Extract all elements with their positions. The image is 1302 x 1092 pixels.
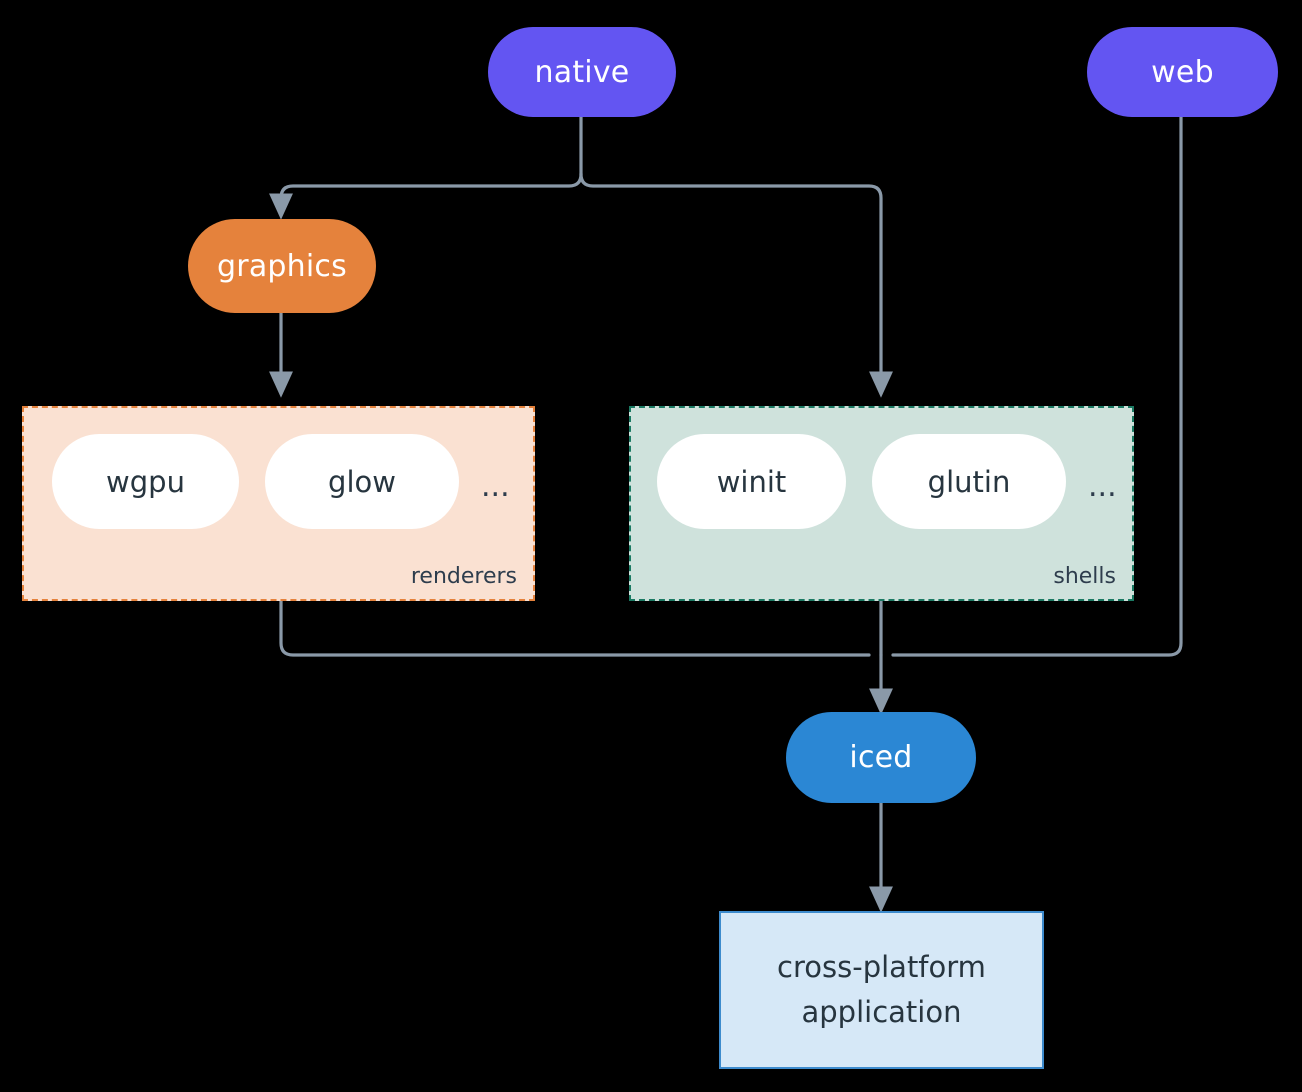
edge-native-to-graphics	[269, 172, 583, 220]
node-web-label: web	[1151, 54, 1214, 90]
shells-overflow-ellipsis: ...	[1088, 469, 1117, 504]
node-application-label-line-1: cross-platform	[777, 950, 986, 985]
node-native-label: native	[534, 54, 630, 90]
node-web[interactable]: web	[1087, 27, 1278, 117]
chip-glutin-label: glutin	[927, 464, 1011, 499]
renderers-overflow-ellipsis: ...	[481, 469, 510, 504]
group-shells-label: shells	[1053, 564, 1116, 589]
node-graphics[interactable]: graphics	[188, 219, 376, 313]
group-shells: winit glutin ... shells	[629, 406, 1134, 601]
chip-winit[interactable]: winit	[657, 434, 846, 529]
edge-renderers-to-bus	[279, 599, 871, 657]
chip-wgpu-label: wgpu	[106, 464, 185, 499]
node-native[interactable]: native	[488, 27, 676, 117]
node-application-label-line-2: application	[801, 995, 962, 1029]
chip-glow-label: glow	[328, 464, 396, 499]
node-application[interactable]: cross-platform application	[719, 911, 1044, 1069]
chip-wgpu[interactable]: wgpu	[52, 434, 239, 529]
chip-winit-label: winit	[716, 464, 787, 499]
chip-glutin[interactable]: glutin	[872, 434, 1066, 529]
edge-native-to-shells	[579, 172, 893, 398]
node-iced-label: iced	[849, 740, 913, 775]
chip-glow[interactable]: glow	[265, 434, 459, 529]
group-renderers: wgpu glow ... renderers	[22, 406, 535, 601]
node-iced[interactable]: iced	[786, 712, 976, 803]
group-renderers-label: renderers	[410, 564, 517, 589]
node-graphics-label: graphics	[217, 248, 347, 284]
